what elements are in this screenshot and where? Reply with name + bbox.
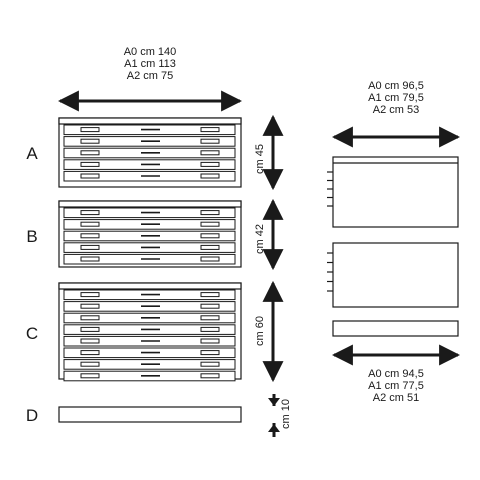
drawer-label-holder-left — [80, 210, 100, 216]
drawer-front — [63, 147, 236, 159]
drawer-label-holder-right — [200, 361, 220, 367]
drawer-front — [63, 301, 236, 312]
drawer-label-holder-right — [200, 292, 220, 298]
drawer-label-holder-left — [80, 338, 100, 344]
unit-b-drawers — [63, 207, 236, 265]
side-view-plinth — [332, 320, 459, 337]
drawer-front — [63, 335, 236, 347]
bottom-depth-label-a0: A0 cm 94,5 — [368, 368, 424, 380]
unit-letter-b: B — [26, 227, 38, 246]
drawer-front — [63, 242, 236, 253]
top-depth-label-a2: A2 cm 53 — [372, 104, 420, 116]
unit-c-cabinet — [58, 282, 242, 382]
drawer-front — [63, 312, 236, 324]
drawer-label-holder-left — [80, 350, 100, 356]
drawer-label-holder-left — [80, 292, 100, 298]
drawer-label-holder-right — [200, 256, 220, 262]
drawer-front — [63, 219, 236, 230]
top-depth-label: A0 cm 96,5 A1 cm 79,5 A2 cm 53 — [346, 80, 446, 116]
unit-letter-a: A — [26, 144, 38, 163]
unit-letter-c: C — [25, 324, 39, 343]
drawer-front — [63, 289, 236, 301]
drawer-label-holder-right — [200, 338, 220, 344]
width-label-a2: A2 cm 75 — [126, 70, 174, 82]
unit-a-cabinet — [58, 117, 242, 188]
drawer-label-holder-left — [80, 161, 100, 167]
bottom-depth-label: A0 cm 94,5 A1 cm 77,5 A2 cm 51 — [346, 368, 446, 404]
top-depth-label-a0: A0 cm 96,5 — [368, 80, 424, 92]
drawer-label-holder-right — [200, 326, 220, 332]
drawer-front — [63, 253, 236, 265]
drawer-label-holder-left — [80, 315, 100, 321]
drawer-label-holder-right — [200, 373, 220, 379]
drawer-label-holder-left — [80, 361, 100, 367]
drawer-front — [63, 347, 236, 359]
drawer-front — [63, 159, 236, 170]
drawer-label-holder-right — [200, 315, 220, 321]
drawer-label-holder-right — [200, 303, 220, 309]
unit-a-top — [58, 117, 242, 125]
unit-d-plinth — [58, 406, 242, 423]
width-label-a0: A0 cm 140 — [123, 46, 177, 58]
drawer-label-holder-right — [200, 138, 220, 144]
drawer-label-holder-left — [80, 256, 100, 262]
side-view-cabinet-2 — [327, 242, 459, 308]
side-view-2-handles — [327, 252, 333, 292]
drawer-label-holder-right — [200, 150, 220, 156]
drawer-label-holder-right — [200, 233, 220, 239]
drawer-label-holder-left — [80, 138, 100, 144]
drawer-label-holder-left — [80, 244, 100, 250]
drawer-label-holder-right — [200, 210, 220, 216]
drawer-label-holder-right — [200, 244, 220, 250]
drawer-front — [63, 324, 236, 335]
width-label: A0 cm 140 A1 cm 113 A2 cm 75 — [100, 46, 200, 82]
drawer-label-holder-right — [200, 161, 220, 167]
drawer-label-holder-right — [200, 127, 220, 133]
drawer-front — [63, 136, 236, 147]
drawer-label-holder-left — [80, 127, 100, 133]
unit-a-drawers — [63, 124, 236, 182]
bottom-depth-label-a2: A2 cm 51 — [372, 392, 420, 404]
unit-c-drawers — [63, 289, 236, 382]
drawer-label-holder-left — [80, 173, 100, 179]
drawer-front — [63, 170, 236, 182]
drawer-front — [63, 370, 236, 382]
drawer-label-holder-left — [80, 221, 100, 227]
drawer-label-holder-left — [80, 150, 100, 156]
side-view-cabinet-1 — [327, 156, 459, 228]
unit-letter-d: D — [25, 406, 39, 425]
drawer-label-holder-right — [200, 350, 220, 356]
drawer-label-holder-right — [200, 221, 220, 227]
drawer-label-holder-left — [80, 373, 100, 379]
top-depth-label-a1: A1 cm 79,5 — [368, 92, 424, 104]
drawer-front — [63, 359, 236, 370]
unit-b-cabinet — [58, 200, 242, 268]
drawer-front — [63, 230, 236, 242]
drawer-label-holder-left — [80, 233, 100, 239]
drawer-front — [63, 207, 236, 219]
unit-c-top — [58, 282, 242, 290]
side-view-1-handles — [327, 171, 333, 207]
drawer-front — [63, 124, 236, 136]
drawer-label-holder-right — [200, 173, 220, 179]
bottom-depth-label-a1: A1 cm 77,5 — [368, 380, 424, 392]
width-label-a1: A1 cm 113 — [124, 58, 176, 70]
drawer-label-holder-left — [80, 303, 100, 309]
unit-b-top — [58, 200, 242, 208]
unit-d-height-arrow — [268, 394, 280, 437]
drawer-label-holder-left — [80, 326, 100, 332]
